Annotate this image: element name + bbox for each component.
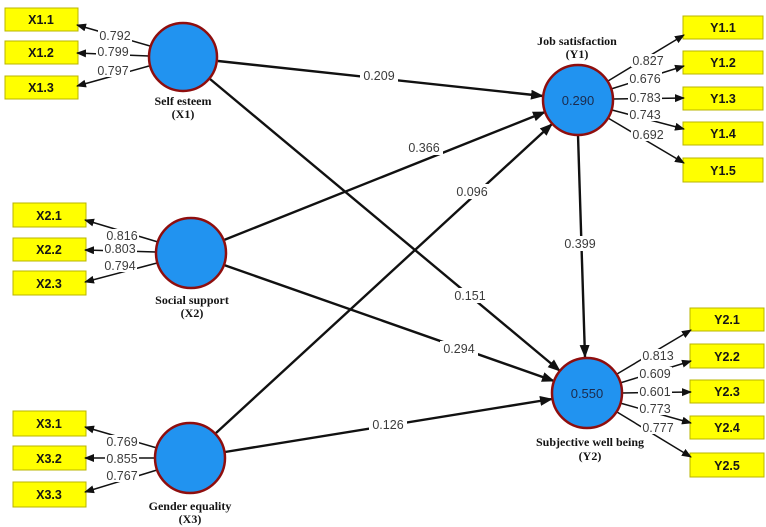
construct-code-x2: (X2) [181,306,204,320]
indicator-box-x3-2 [12,445,87,471]
loading-value: 0.813 [642,349,673,363]
r-squared-y2: 0.550 [571,386,604,401]
indicator-group-x1: X1.1 X1.2 X1.3 [4,7,79,100]
construct-name-y2: Subjective well being [536,435,644,449]
path-coefficient: 0.151 [454,289,485,303]
loading-arrow-y2-5 [616,411,692,458]
r-squared-y1: 0.290 [562,93,595,108]
indicator-box-x3-1 [12,410,87,437]
indicator-box-y2-4 [689,415,765,440]
loading-value: 0.799 [97,45,128,59]
loading-value: 0.692 [632,128,663,142]
path-arrow-x1-y2 [209,78,561,372]
loading-value: 0.794 [104,259,135,273]
construct-labels: Self esteem (X1) Social support (X2) Gen… [149,34,644,526]
path-arrow-x2-y1 [223,110,546,242]
indicator-group-x2: X2.1 X2.2 X2.3 [12,202,87,296]
loading-value: 0.609 [639,367,670,381]
indicator-group-y2: Y2.1 Y2.2 Y2.3 Y2.4 Y2.5 [689,307,765,478]
indicator-label: X1.2 [28,46,54,60]
path-coefficient: 0.096 [456,185,487,199]
latent-nodes: 0.290 0.550 [147,21,624,495]
loading-arrow-x2-3 [84,262,158,284]
loading-value: 0.676 [629,72,660,86]
indicator-group-y1: Y1.1 Y1.2 Y1.3 Y1.4 Y1.5 [682,15,764,183]
indicator-box-y2-5 [689,452,765,478]
path-coefficient: 0.294 [443,342,474,356]
loading-value: 0.792 [99,29,130,43]
structural-paths [209,59,590,454]
path-coefficient: 0.399 [564,237,595,251]
latent-node-y2 [550,356,624,430]
indicator-label: Y2.2 [714,350,740,364]
indicator-label: Y2.4 [714,421,740,435]
path-coefficient: 0.209 [363,69,394,83]
construct-name-x1: Self esteem [155,94,212,108]
loading-value: 0.827 [632,54,663,68]
indicator-label: X3.3 [36,488,62,502]
construct-code-x3: (X3) [179,512,202,526]
loading-value: 0.816 [106,229,137,243]
indicator-label: Y1.3 [710,92,736,106]
latent-node-x2 [154,216,228,290]
loading-value: 0.783 [629,91,660,105]
indicator-box-y1-5 [682,157,764,183]
latent-node-x3 [153,421,227,495]
indicator-box-x2-1 [12,202,87,228]
indicator-box-y1-2 [682,50,764,75]
loading-value: 0.767 [106,469,137,483]
loading-value: 0.601 [639,385,670,399]
loading-value: 0.855 [106,452,137,466]
path-coefficient: 0.126 [372,418,403,432]
loading-value: 0.769 [106,435,137,449]
construct-name-y1: Job satisfaction [537,34,617,48]
indicator-box-x1-3 [4,75,79,100]
indicator-label: Y2.5 [714,459,740,473]
construct-code-y2: (Y2) [579,449,602,463]
path-arrow-x2-y2 [223,263,555,383]
indicator-label: X1.3 [28,81,54,95]
indicator-box-y2-1 [689,307,765,332]
indicator-label: Y2.3 [714,385,740,399]
indicator-box-y1-4 [682,121,764,146]
latent-node-x1 [147,21,219,93]
indicator-group-x3: X3.1 X3.2 X3.3 [12,410,87,508]
indicator-box-y2-2 [689,343,765,369]
latent-node-y1 [541,63,615,137]
loading-value: 0.773 [639,402,670,416]
indicator-label: Y1.1 [710,21,736,35]
indicator-label: Y1.2 [710,56,736,70]
construct-code-x1: (X1) [172,107,195,121]
indicator-label: X3.2 [36,452,62,466]
path-arrow-x3-y1 [215,123,553,434]
loading-value: 0.803 [104,242,135,256]
indicator-label: Y2.1 [714,313,740,327]
indicator-label: X1.1 [28,13,54,27]
indicator-box-x1-1 [4,7,79,32]
indicator-label: Y1.5 [710,164,736,178]
loading-labels: 0.792 0.799 0.797 0.816 0.803 0.794 0.76… [96,29,675,483]
indicator-label: X2.1 [36,209,62,223]
construct-name-x2: Social support [155,293,229,307]
construct-code-y1: (Y1) [566,47,589,61]
indicator-label: X2.3 [36,277,62,291]
indicator-label: X3.1 [36,417,62,431]
path-coefficient: 0.366 [408,141,439,155]
path-coefficient-labels: 0.209 0.366 0.096 0.151 0.294 0.126 0.39… [360,68,599,432]
loading-value: 0.743 [629,108,660,122]
loading-value: 0.797 [97,64,128,78]
indicator-label: Y1.4 [710,127,736,141]
indicator-box-y1-1 [682,15,764,40]
construct-name-x3: Gender equality [149,499,232,513]
indicator-box-x3-3 [12,481,87,508]
indicator-label: X2.2 [36,243,62,257]
indicator-box-x2-3 [12,270,87,296]
loading-value: 0.777 [642,421,673,435]
